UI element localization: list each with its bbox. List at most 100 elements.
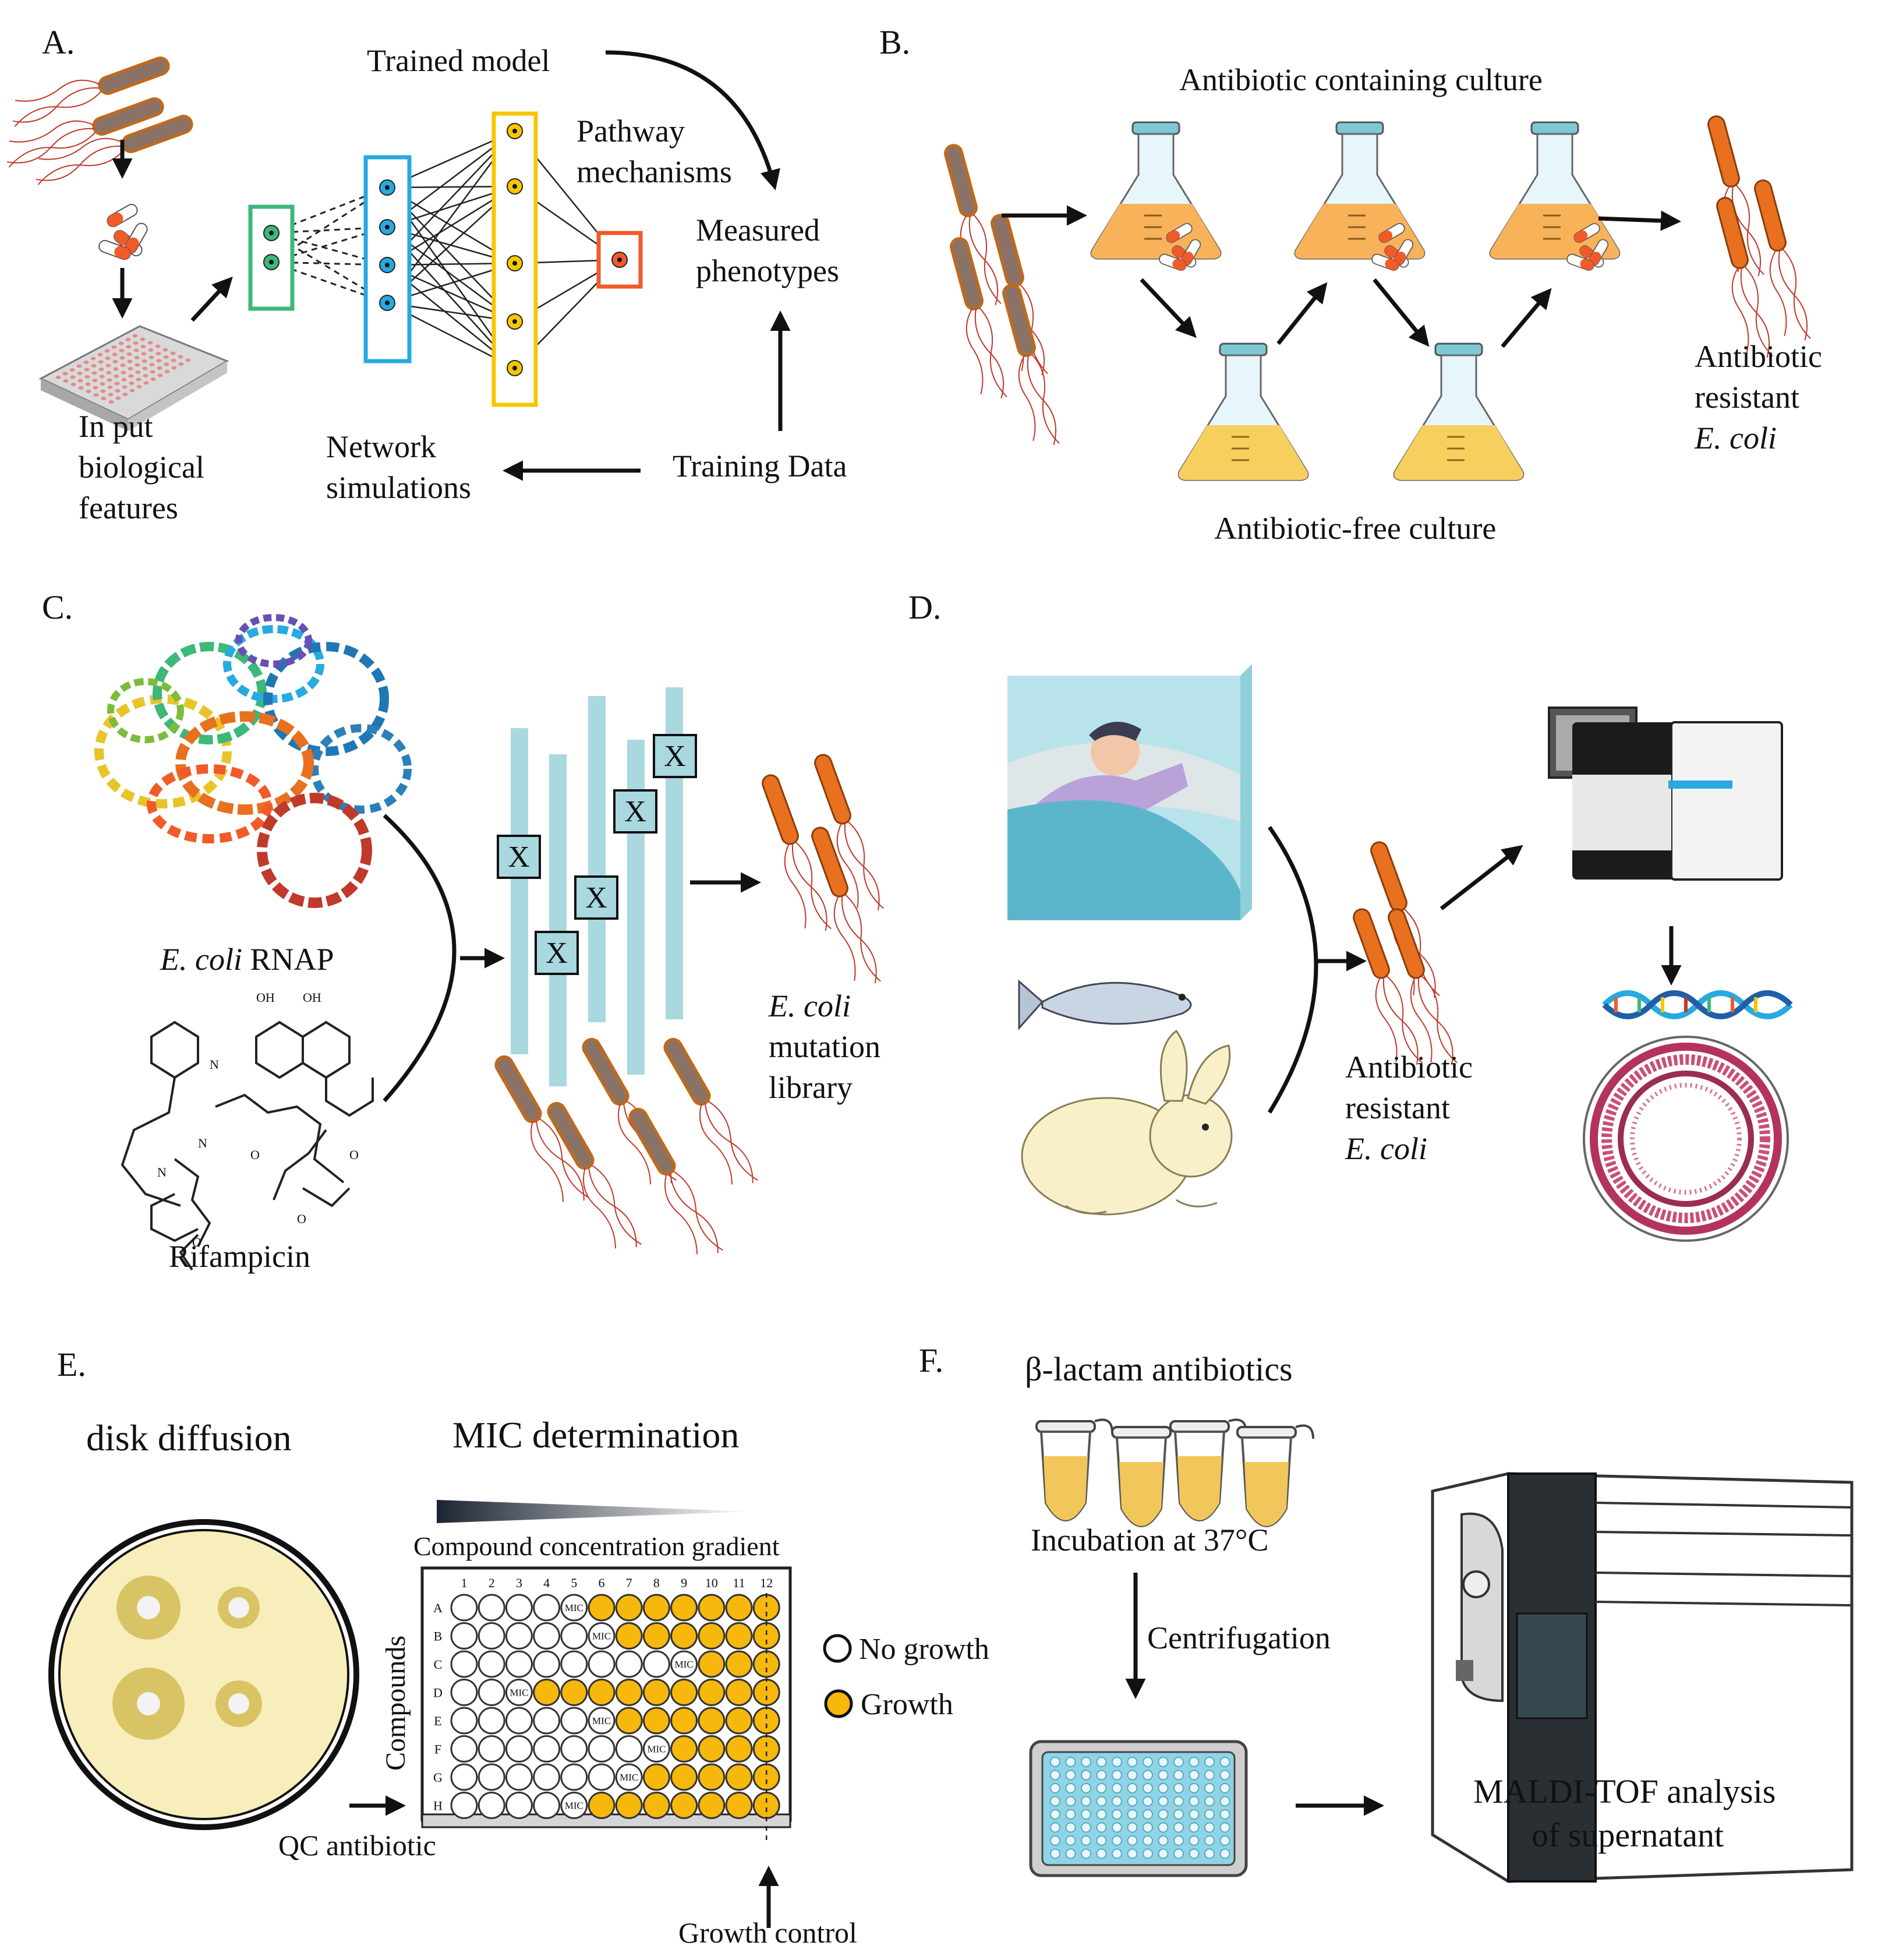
svg-text:X: X (624, 795, 646, 828)
well-growth (642, 1622, 670, 1650)
well-no-growth (505, 1735, 533, 1763)
well (132, 334, 138, 338)
bacterium-icon (940, 236, 1009, 403)
well (106, 371, 112, 375)
network-node-center (512, 184, 517, 189)
resistant-label-line3: E. coli (1345, 1131, 1427, 1166)
network-node-center (385, 263, 390, 267)
well (1127, 1796, 1138, 1807)
pathway-label-line2: mechanisms (577, 154, 732, 189)
well-growth (725, 1707, 753, 1735)
well (118, 341, 124, 345)
well (1204, 1822, 1215, 1833)
measured-phenotypes-line1: Measured (696, 213, 820, 248)
well (1096, 1809, 1107, 1820)
well (1143, 1770, 1153, 1781)
bacterium-icon (993, 283, 1062, 450)
antibiotic-culture-label: Antibiotic containing culture (1179, 62, 1543, 97)
well (1158, 1822, 1169, 1833)
network-node-center (512, 366, 517, 370)
plate-row-label: D (433, 1686, 443, 1700)
well (1204, 1783, 1215, 1793)
well-growth (752, 1679, 780, 1706)
well (171, 366, 177, 370)
well (128, 374, 134, 378)
bacterium-icon (537, 1100, 643, 1256)
panel-d-letter: D. (908, 588, 941, 626)
resistant-bacterium-icon (800, 824, 884, 991)
legend-growth: Growth (824, 1688, 953, 1721)
well (1143, 1848, 1153, 1859)
well (1081, 1809, 1091, 1820)
well-no-growth (560, 1650, 588, 1678)
well (1219, 1848, 1230, 1859)
well-mic (588, 1622, 616, 1650)
well (1081, 1848, 1091, 1859)
panel-e-letter: E. (57, 1345, 86, 1383)
well (98, 368, 104, 371)
well-no-growth (505, 1594, 533, 1622)
well (113, 367, 119, 371)
plate-row-label: G (433, 1770, 443, 1785)
well (1158, 1835, 1169, 1846)
well-growth (698, 1792, 726, 1819)
well (143, 381, 149, 385)
well (125, 338, 131, 341)
well-no-growth (505, 1650, 533, 1678)
network-node-center (385, 185, 390, 190)
panel-a: A. In put biological features Trained mo… (1, 23, 847, 525)
antibiotic-flask-3 (1489, 121, 1621, 260)
well (86, 390, 91, 393)
plate-column-label: 8 (653, 1576, 660, 1590)
well-growth (670, 1679, 698, 1706)
well (83, 361, 89, 364)
well (1219, 1770, 1230, 1781)
well (63, 379, 69, 383)
mutation-marker: X (613, 789, 657, 834)
mutated-gene-bars: X X X X X (497, 687, 697, 1086)
well (141, 352, 147, 356)
well-no-growth (615, 1735, 643, 1763)
network-node-center (269, 231, 274, 235)
well-no-growth (478, 1679, 505, 1706)
well (1127, 1783, 1138, 1793)
well (1112, 1809, 1122, 1820)
well-growth (588, 1679, 616, 1706)
training-data-label: Training Data (673, 448, 847, 483)
plate-column-label: 6 (599, 1576, 605, 1590)
well (98, 360, 104, 364)
plate-row-label: E (434, 1714, 441, 1728)
inhibition-zone (112, 1668, 185, 1740)
network-node-center (617, 257, 622, 262)
well (1096, 1848, 1107, 1859)
well (108, 393, 114, 397)
well-plate-icon (38, 325, 229, 431)
well (1065, 1848, 1076, 1859)
well (97, 353, 103, 356)
well (77, 379, 83, 383)
inhibition-zone (215, 1680, 262, 1727)
well (1127, 1770, 1138, 1781)
plate-column-label: 3 (516, 1576, 522, 1590)
network-simulations-line2: simulations (326, 470, 471, 505)
well-growth (642, 1679, 670, 1706)
bacterium-icon (619, 1106, 725, 1262)
well-no-growth (533, 1707, 561, 1735)
arrow-to-resistant (1598, 210, 1681, 231)
well-no-growth (450, 1792, 478, 1819)
well (1158, 1757, 1169, 1767)
well (107, 386, 113, 389)
well (1189, 1757, 1200, 1767)
well-growth (642, 1594, 670, 1622)
plate-column-label: 2 (489, 1576, 495, 1590)
well (133, 348, 139, 352)
network-simulations-line1: Network (326, 429, 436, 464)
well-mic (670, 1650, 698, 1678)
well (92, 379, 98, 382)
well (164, 362, 169, 366)
plate-column-label: 9 (681, 1576, 687, 1590)
well (1112, 1770, 1122, 1781)
svg-text:O: O (192, 1235, 201, 1249)
merge-bracket (383, 814, 457, 1103)
plate-column-label: 11 (733, 1576, 745, 1590)
